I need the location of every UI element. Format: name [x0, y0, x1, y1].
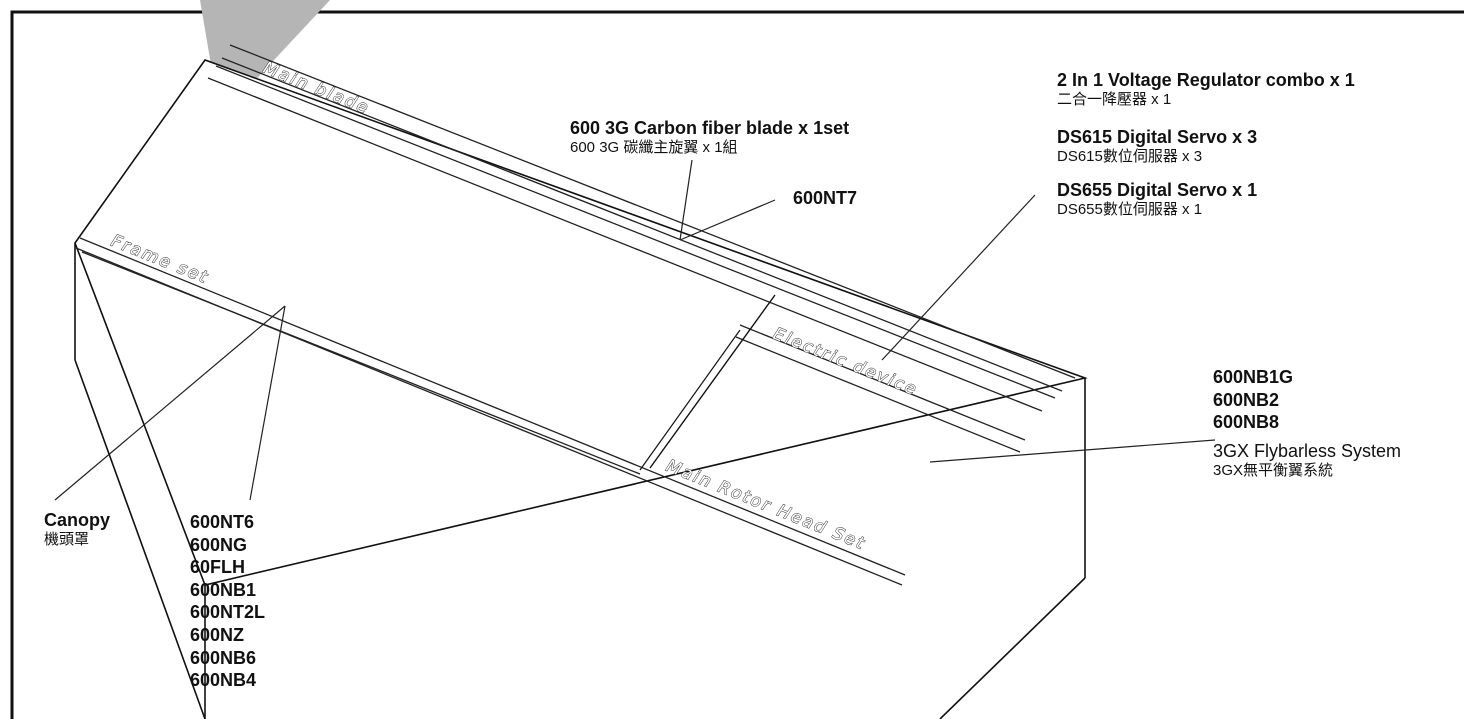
flybarless-en: 3GX Flybarless System [1213, 441, 1402, 461]
canopy-en: Canopy [44, 510, 111, 530]
frame-border [10, 10, 1464, 719]
regulator-label: 2 In 1 Voltage Regulator combo x 1 二合一降壓… [1057, 70, 1355, 108]
head-part: 600NB1G [1213, 367, 1294, 387]
servo655-en: DS655 Digital Servo x 1 [1057, 180, 1258, 200]
frame-part: 600NB4 [190, 670, 257, 691]
frame-part: 600NT2L [190, 602, 266, 623]
head-parts-list: 600NB1G 600NB2 600NB8 [1213, 366, 1293, 434]
blade-label: 600 3G Carbon fiber blade x 1set 600 3G … [570, 118, 849, 156]
blade-zh: 600 3G 碳纖主旋翼 x 1組 [570, 138, 738, 156]
regulator-zh: 二合一降壓器 x 1 [1057, 90, 1172, 108]
frame-slot [75, 237, 906, 586]
canopy-label: Canopy 機頭罩 [44, 510, 110, 548]
blade-en: 600 3G Carbon fiber blade x 1set [570, 118, 850, 138]
head-part: 600NB2 [1213, 389, 1280, 410]
frame-part: 600NZ [190, 624, 245, 645]
canopy-zh: 機頭罩 [44, 530, 90, 548]
servo655-label: DS655 Digital Servo x 1 DS655數位伺服器 x 1 [1057, 180, 1257, 218]
flybarless-zh: 3GX無平衡翼系統 [1213, 461, 1334, 479]
servo615-en: DS615 Digital Servo x 3 [1057, 127, 1258, 147]
blade-slot [207, 44, 1076, 412]
nt7-label: 600NT7 [793, 188, 858, 208]
head-part: 600NB8 [1213, 412, 1280, 433]
frame-part: 600NG [190, 534, 248, 555]
flybarless-label: 3GX Flybarless System 3GX無平衡翼系統 [1213, 441, 1401, 479]
regulator-en: 2 In 1 Voltage Regulator combo x 1 [1057, 70, 1355, 90]
frame-part: 600NB1 [190, 579, 257, 600]
servo655-zh: DS655數位伺服器 x 1 [1057, 200, 1203, 218]
frame-part: 600NT6 [190, 512, 255, 532]
frame-part: 600NB6 [190, 647, 257, 668]
frame-part: 60FLH [190, 557, 246, 578]
servo615-zh: DS615數位伺服器 x 3 [1057, 147, 1203, 165]
divider-2 [639, 329, 741, 471]
servo615-label: DS615 Digital Servo x 3 DS615數位伺服器 x 3 [1057, 127, 1257, 165]
leader-lines [54, 159, 1216, 501]
divider-1 [649, 294, 776, 469]
frame-parts-list: 600NT6 600NG 60FLH 600NB1 600NT2L 600NZ … [190, 511, 265, 692]
electric-slot [735, 324, 1026, 453]
